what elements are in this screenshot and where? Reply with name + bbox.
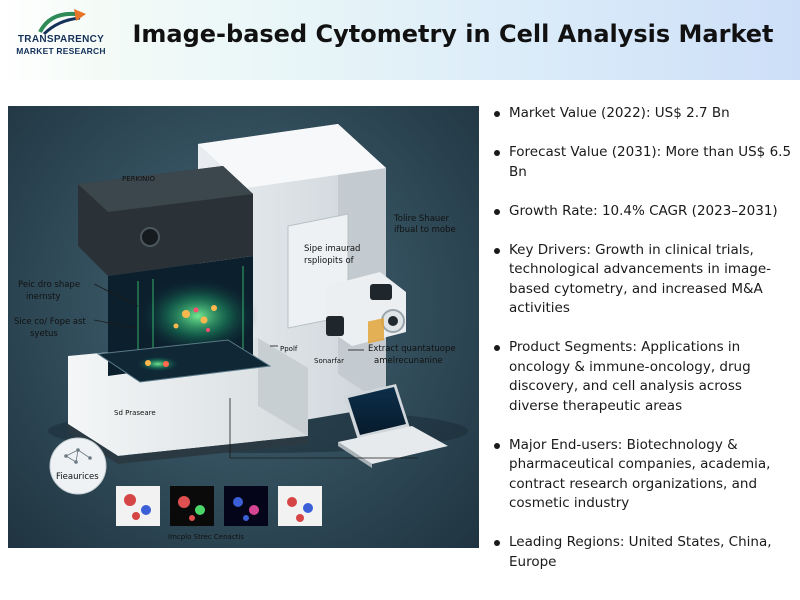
label-left-c: Sice co/ Fope ast [14,317,86,327]
label-tray: Sd Praseare [114,409,156,417]
label-features: Fieaurices [56,472,99,482]
market-highlights-list: Market Value (2022): US$ 2.7 Bn Forecast… [492,104,792,592]
logo-text-primary: TRANSPARENCY [17,34,105,45]
cytometer-drawing [48,124,468,526]
bullet-key-drivers: Key Drivers: Growth in clinical trials, … [492,241,792,319]
label-left-d: syetus [30,329,58,339]
label-top-right-b: ifbual to mobe [394,225,456,235]
bullet-growth-rate: Growth Rate: 10.4% CAGR (2023–2031) [492,202,792,222]
label-left-a: Peic dro shape [18,280,81,290]
label-panel-b: rspliopits of [304,256,354,266]
page-title: Image-based Cytometry in Cell Analysis M… [132,20,774,48]
bullet-market-value: Market Value (2022): US$ 2.7 Bn [492,104,792,124]
bullet-end-users: Major End-users: Biotechnology & pharmac… [492,436,792,514]
header-band: TRANSPARENCY MARKET RESEARCH Image-based… [0,0,800,80]
bullet-product-segments: Product Segments: Applications in oncolo… [492,338,792,416]
label-mid-b: Sonarfar [314,357,344,365]
illustration-caption: Imcplo Strec Cenactis [168,533,245,541]
bullet-leading-regions: Leading Regions: United States, China, E… [492,533,792,572]
micrograph-thumbnails [116,486,322,526]
brand-logo[interactable]: TRANSPARENCY MARKET RESEARCH [6,6,116,76]
label-right-b: amelrecunanine [374,356,443,366]
machine-brand-label: PERKINIO [122,175,155,183]
label-left-b: inernsty [26,292,61,302]
cytometer-illustration: PERKINIO Tolire Shauer ifbual to mobe Si… [8,106,479,548]
label-top-right-a: Tolire Shauer [394,214,450,224]
label-panel-a: Sipe imaurad [304,244,361,254]
logo-text-secondary: MARKET RESEARCH [16,46,106,56]
label-right-a: Extract quantatuope [368,344,456,354]
bullet-forecast-value: Forecast Value (2031): More than US$ 6.5… [492,143,792,182]
logo-arrow-icon [38,9,86,36]
label-mid-a: Ppolf [280,345,298,353]
